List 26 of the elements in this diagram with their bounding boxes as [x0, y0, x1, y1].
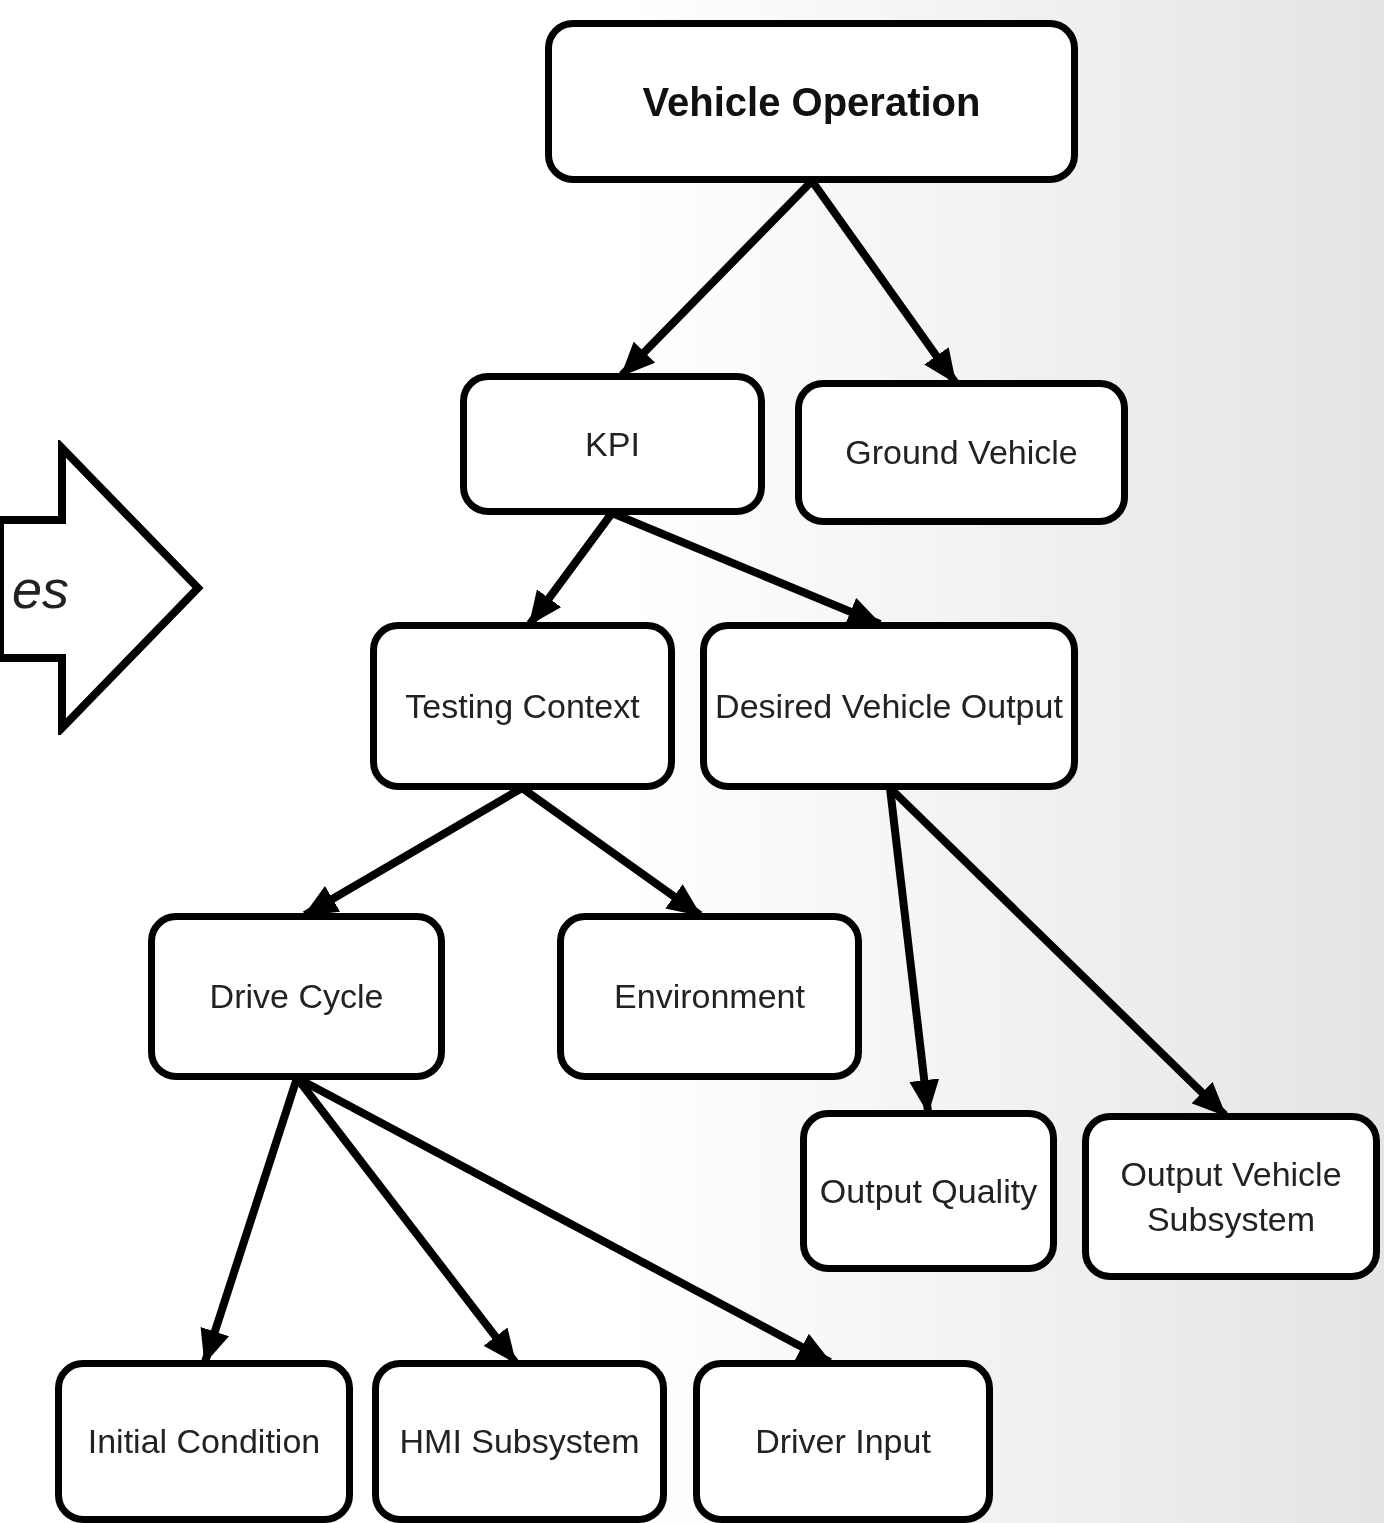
node-label: Output Quality: [818, 1170, 1039, 1212]
node-label: Environment: [613, 976, 806, 1018]
node-label: Vehicle Operation: [641, 78, 982, 126]
node-label: KPI: [584, 423, 641, 465]
process-box: [795, 380, 1128, 525]
node-label: Output Vehicle Subsystem: [1119, 1154, 1343, 1240]
process-box: [700, 622, 1078, 790]
process-box: [55, 1360, 353, 1523]
block-arrow: [0, 440, 205, 735]
node-label: es: [12, 558, 70, 620]
process-box: [370, 622, 675, 790]
node-label: Desired Vehicle Output: [714, 685, 1064, 727]
process-box: [460, 373, 765, 515]
node-label: Driver Input: [754, 1421, 932, 1463]
node-label: HMI Subsystem: [398, 1421, 641, 1463]
node-label: Ground Vehicle: [844, 432, 1079, 474]
process-box: [148, 913, 445, 1080]
process-box: [372, 1360, 667, 1523]
process-box: [693, 1360, 993, 1523]
process-box: [557, 913, 862, 1080]
node-label: Initial Condition: [86, 1421, 322, 1463]
node-label: Drive Cycle: [208, 976, 385, 1018]
process-box: [545, 20, 1078, 183]
node-label: Testing Context: [404, 685, 641, 727]
process-box: [1082, 1113, 1380, 1280]
process-box: [800, 1110, 1057, 1272]
